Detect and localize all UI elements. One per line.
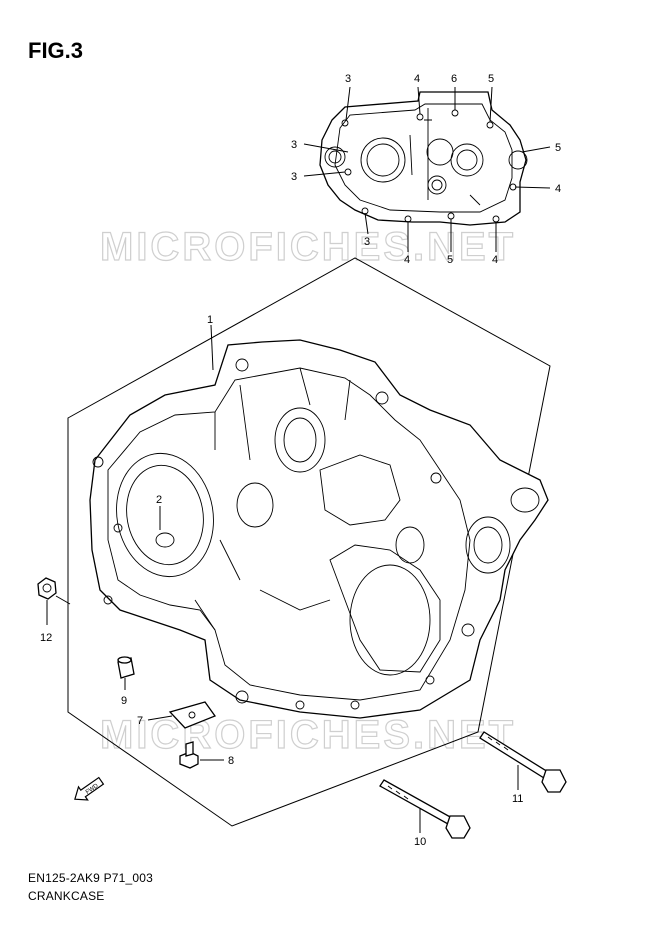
part-9-dowel-pin bbox=[117, 656, 135, 679]
callout-10: 10 bbox=[414, 836, 426, 848]
callout-6-top: 6 bbox=[451, 73, 457, 85]
crankcase-main bbox=[89, 339, 549, 719]
callout-2: 2 bbox=[156, 494, 162, 506]
callout-5-bottom: 5 bbox=[447, 254, 453, 266]
callout-4-bottom-right: 4 bbox=[492, 254, 498, 266]
callout-4-bottom-left: 4 bbox=[404, 254, 410, 266]
assembly-boundary bbox=[67, 257, 551, 827]
figure-code: EN125-2AK9 P71_003 bbox=[28, 871, 154, 885]
callout-4-top: 4 bbox=[414, 73, 420, 85]
inset-leader-lines bbox=[303, 86, 551, 252]
leader-1 bbox=[210, 324, 214, 371]
watermark-bottom: MICROFICHES.NET bbox=[100, 713, 516, 757]
figure-name: CRANKCASE bbox=[28, 889, 105, 903]
part-8-bolt bbox=[179, 741, 199, 769]
part-7-plate bbox=[168, 701, 217, 729]
watermark-top: MICROFICHES.NET bbox=[100, 225, 516, 269]
callout-9: 9 bbox=[121, 695, 127, 707]
callout-5-top: 5 bbox=[488, 73, 494, 85]
crankcase-inset-view bbox=[319, 91, 528, 226]
callout-4-right: 4 bbox=[555, 183, 561, 195]
part-11-long-bolt bbox=[479, 731, 567, 793]
callout-8: 8 bbox=[228, 755, 234, 767]
callout-1: 1 bbox=[207, 314, 213, 326]
leader-12 bbox=[55, 595, 71, 605]
fwd-arrow-icon: FWD bbox=[74, 776, 105, 801]
callout-11: 11 bbox=[512, 793, 523, 805]
callout-5-right: 5 bbox=[555, 142, 561, 154]
callout-7: 7 bbox=[137, 715, 143, 727]
callout-3-top: 3 bbox=[345, 73, 351, 85]
callout-3-left-lower: 3 bbox=[291, 171, 297, 183]
callout-3-bottom: 3 bbox=[364, 236, 370, 248]
callout-3-left-upper: 3 bbox=[291, 139, 297, 151]
figure-title: FIG.3 bbox=[28, 38, 84, 63]
callout-12: 12 bbox=[40, 632, 52, 644]
part-10-bolt bbox=[379, 779, 471, 839]
leader-7 bbox=[147, 715, 173, 721]
part-12-bush bbox=[37, 577, 57, 600]
